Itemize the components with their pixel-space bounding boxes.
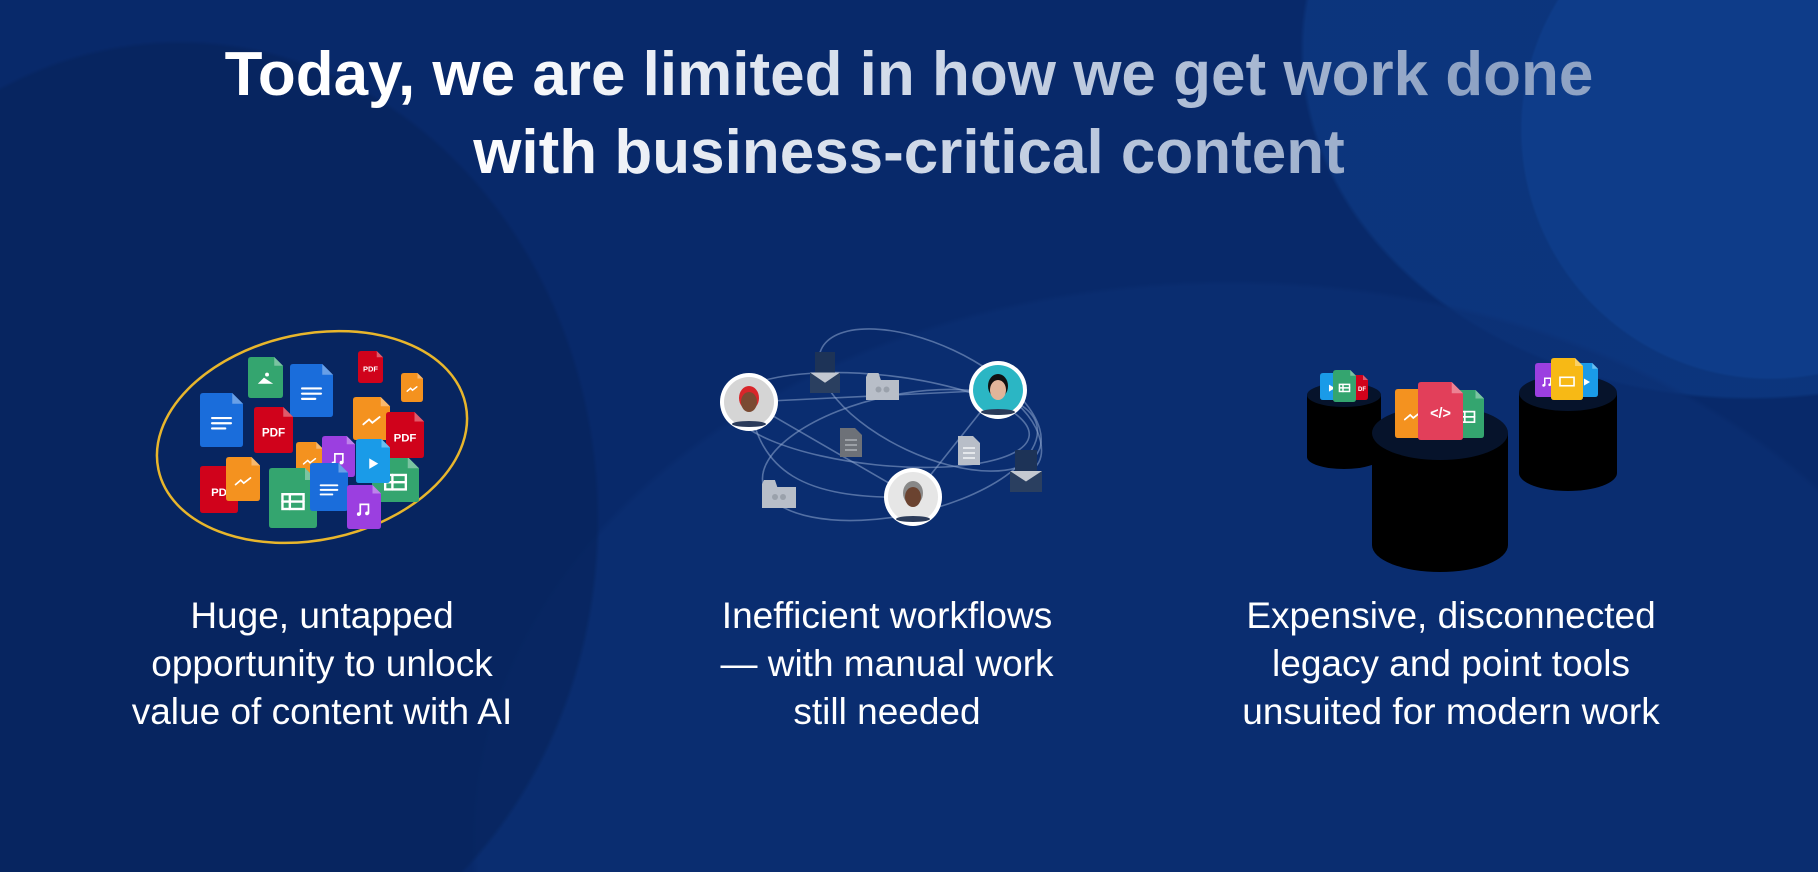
music-file-icon <box>347 485 381 529</box>
caption-line: unsuited for modern work <box>1242 691 1660 732</box>
caption-line: still needed <box>793 691 981 732</box>
chart-file-icon <box>401 373 423 402</box>
file-label: PD <box>211 487 227 499</box>
doc-file-icon <box>200 393 243 447</box>
shared-folder-icon <box>866 373 899 400</box>
caption-untapped-opportunity: Huge, untapped opportunity to unlock val… <box>62 592 582 736</box>
caption-line: legacy and point tools <box>1272 643 1630 684</box>
slides-file-icon <box>1551 358 1583 400</box>
file-label: DF <box>1358 387 1366 393</box>
scattered-files-illustration: PDF PDF PDF PD <box>155 329 469 545</box>
sheet-file-icon <box>1333 370 1356 402</box>
sheet-file-icon <box>269 468 317 528</box>
user-avatar[interactable] <box>884 468 942 526</box>
chart-file-icon <box>226 457 260 501</box>
highlight-ring <box>155 329 469 545</box>
user-avatar[interactable] <box>720 373 778 431</box>
caption-line: Huge, untapped <box>190 595 454 636</box>
doc-file-icon <box>290 364 333 417</box>
svg-text:</>: </> <box>1430 406 1451 422</box>
code-file-icon: </> <box>1418 382 1463 440</box>
caption-line: value of content with AI <box>131 691 513 732</box>
caption-line: Inefficient workflows <box>721 595 1053 636</box>
caption-line: — with manual work <box>720 643 1054 684</box>
pdf-file-icon: PDF <box>386 412 424 458</box>
shared-folder-icon <box>762 480 796 508</box>
email-envelope-icon <box>1010 450 1042 492</box>
spreadsheet-file-icon <box>840 428 862 457</box>
chart-file-icon <box>353 397 390 440</box>
document-file-icon <box>958 436 980 465</box>
caption-line: opportunity to unlock <box>151 643 493 684</box>
file-label: PDF <box>394 433 417 445</box>
image-file-icon <box>248 357 283 398</box>
email-envelope-icon <box>810 352 840 393</box>
siloed-tools-illustration: DF </> <box>1307 358 1617 572</box>
video-file-icon <box>356 439 390 483</box>
pdf-file-icon: PDF <box>358 351 383 383</box>
workflow-network-illustration <box>720 328 1043 526</box>
caption-inefficient-workflows: Inefficient workflows — with manual work… <box>627 592 1147 736</box>
user-avatar[interactable] <box>969 361 1027 419</box>
caption-disconnected-tools: Expensive, disconnected legacy and point… <box>1191 592 1711 736</box>
file-label: PDF <box>363 364 378 373</box>
caption-line: Expensive, disconnected <box>1246 595 1656 636</box>
pdf-file-icon: PDF <box>254 407 293 453</box>
file-label: PDF <box>262 427 285 440</box>
doc-file-icon <box>310 463 348 511</box>
